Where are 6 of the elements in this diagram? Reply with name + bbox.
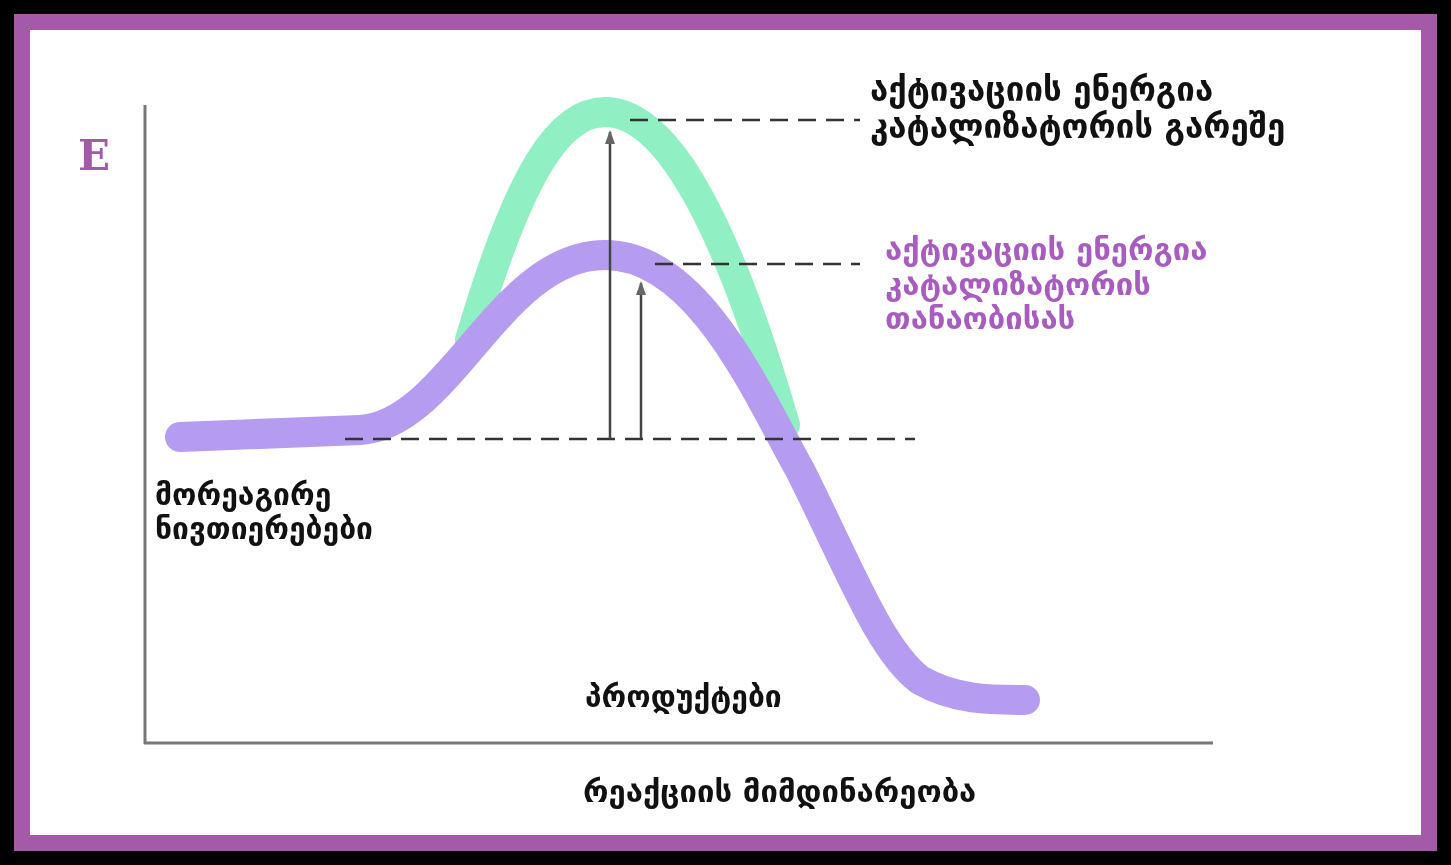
products-label: პროდუქტები: [585, 680, 782, 714]
axis-label: E: [78, 132, 110, 180]
reactants-label: მორეაგირე ნივთიერებები: [155, 478, 374, 546]
annotation-text: აქტივაციის ენერგია კატალიზატორის თანაობისას: [885, 232, 1209, 337]
axis-label: რეაქციის მიმდინარეობა: [583, 774, 977, 809]
annotation-text: აქტივაციის ენერგია კატალიზატორის გარეშე: [870, 72, 1287, 146]
